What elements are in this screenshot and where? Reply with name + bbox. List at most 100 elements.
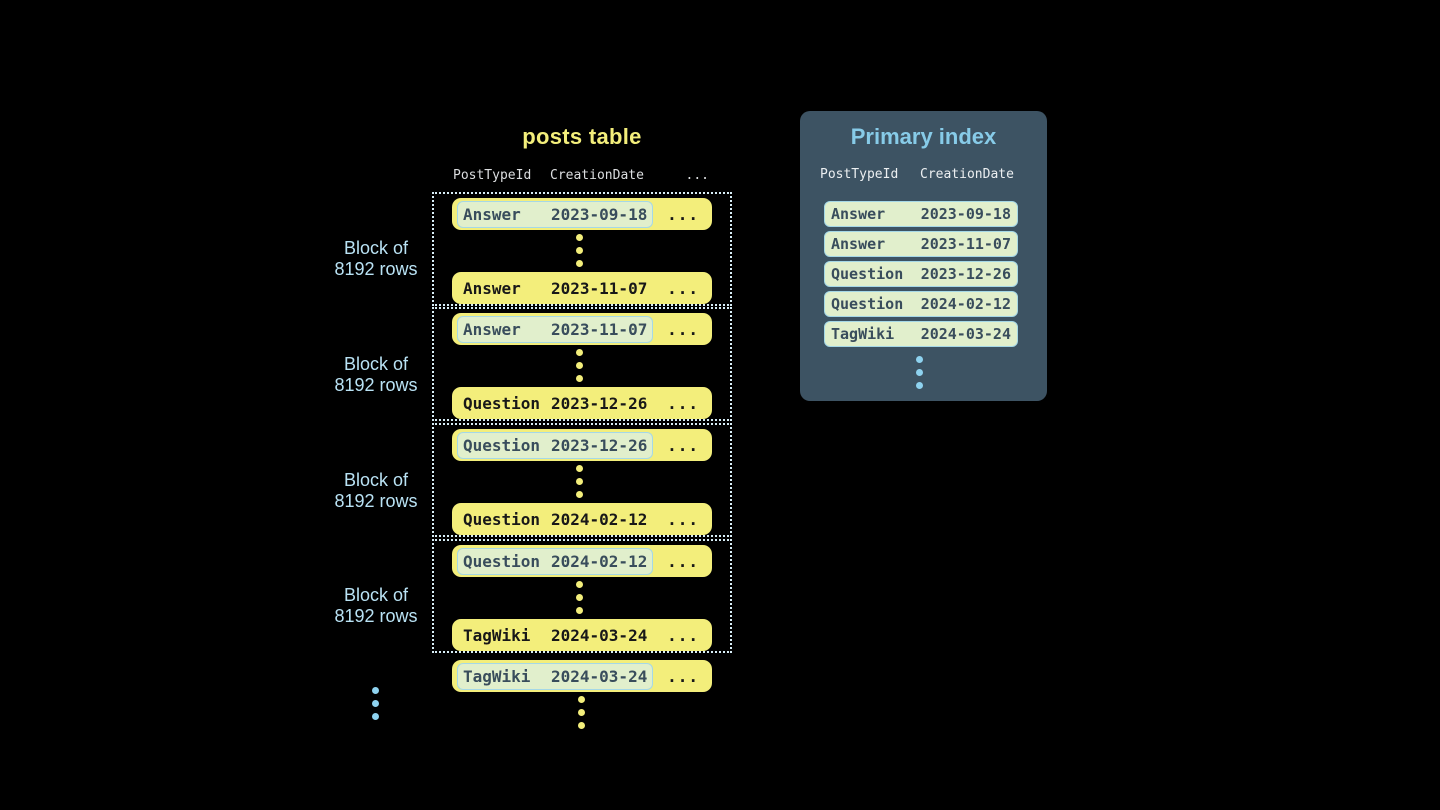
cell-more: ...: [667, 393, 699, 413]
column-header-creationdate: CreationDate: [920, 167, 1014, 182]
block-label-3: Block of 8192 rows: [300, 470, 452, 512]
index-row: Question 2023-12-26: [824, 261, 1018, 287]
index-key-highlight: Answer 2023-09-18: [457, 200, 654, 228]
block-label-line2: 8192 rows: [334, 606, 418, 626]
cell-posttypeid: Answer: [463, 278, 521, 298]
table-continues-dots: [578, 696, 585, 729]
cell-more: ...: [667, 625, 699, 645]
cell-posttypeid: Answer: [463, 204, 521, 224]
cell-creationdate: 2024-03-24: [551, 666, 648, 686]
cell-creationdate: 2023-11-07: [551, 278, 648, 298]
posts-block-2: Answer 2023-11-07 ... Question 2023-12-2…: [432, 307, 732, 421]
index-row: Answer 2023-11-07: [824, 231, 1018, 257]
cell-more: ...: [667, 509, 699, 529]
posts-block-1: Answer 2023-09-18 ... Answer 2023-11-07 …: [432, 192, 732, 306]
block-label-line2: 8192 rows: [334, 491, 418, 511]
dot: [372, 713, 379, 720]
column-header-posttypeid: PostTypeId: [820, 167, 899, 182]
index-key-highlight: Question 2023-12-26: [457, 431, 654, 459]
column-header-more: ...: [685, 168, 709, 183]
cell-posttypeid: Question: [463, 393, 541, 413]
dot: [576, 349, 583, 356]
posts-block-3: Question 2023-12-26 ... Question 2024-02…: [432, 423, 732, 537]
index-row: TagWiki 2024-03-24: [824, 321, 1018, 347]
cell-more: ...: [667, 319, 699, 339]
primary-index-title: Primary index: [850, 124, 997, 149]
cell-posttypeid: Question: [463, 509, 541, 529]
posts-block-4: Question 2024-02-12 ... TagWiki 2024-03-…: [432, 539, 732, 653]
index-continues-dots: [916, 356, 923, 389]
row-values: Question 2023-12-26: [457, 390, 653, 417]
dot: [576, 594, 583, 601]
posts-table-column-headers: PostTypeId CreationDate ...: [453, 168, 713, 183]
cell-creationdate: 2023-11-07: [920, 235, 1011, 253]
dot: [576, 581, 583, 588]
table-row: Question 2024-02-12 ...: [452, 545, 712, 577]
table-row: TagWiki 2024-03-24 ...: [452, 619, 712, 651]
cell-creationdate: 2023-11-07: [551, 319, 648, 339]
table-row: Question 2023-12-26 ...: [452, 429, 712, 461]
dot: [576, 247, 583, 254]
posts-table-title: posts table: [522, 124, 642, 149]
table-row: Answer 2023-11-07 ...: [452, 272, 712, 304]
dot: [576, 491, 583, 498]
cell-posttypeid: Question: [463, 551, 541, 571]
block-label-line1: Block of: [343, 354, 409, 374]
dot: [578, 709, 585, 716]
block-label-line1: Block of: [343, 470, 409, 490]
dot: [578, 722, 585, 729]
index-key-highlight: Answer 2023-11-07: [457, 315, 654, 343]
table-row: TagWiki 2024-03-24 ...: [452, 660, 712, 692]
cell-creationdate: 2023-09-18: [920, 205, 1011, 223]
dot: [576, 607, 583, 614]
cell-creationdate: 2024-03-24: [551, 625, 648, 645]
dot: [916, 356, 923, 363]
cell-creationdate: 2023-12-26: [551, 393, 648, 413]
index-row: Answer 2023-09-18: [824, 201, 1018, 227]
cell-creationdate: 2024-02-12: [920, 295, 1011, 313]
dot: [916, 369, 923, 376]
dot: [372, 687, 379, 694]
table-row: Answer 2023-09-18 ...: [452, 198, 712, 230]
block-label-line1: Block of: [343, 238, 409, 258]
table-row: Answer 2023-11-07 ...: [452, 313, 712, 345]
cell-posttypeid: Question: [831, 295, 904, 313]
dot: [578, 696, 585, 703]
dot: [916, 382, 923, 389]
dot: [576, 465, 583, 472]
cell-posttypeid: TagWiki: [463, 666, 531, 686]
block-label-4: Block of 8192 rows: [300, 585, 452, 627]
cell-more: ...: [667, 435, 699, 455]
ellipsis-dots: [576, 234, 583, 267]
ellipsis-dots: [576, 581, 583, 614]
cell-more: ...: [667, 278, 699, 298]
cell-more: ...: [667, 666, 699, 686]
cell-creationdate: 2024-02-12: [551, 509, 648, 529]
index-key-highlight: Question 2024-02-12: [457, 547, 654, 575]
dot: [372, 700, 379, 707]
row-values: Answer 2023-11-07: [457, 275, 653, 302]
block-label-line2: 8192 rows: [334, 259, 418, 279]
ellipsis-dots: [576, 349, 583, 382]
block-label-line2: 8192 rows: [334, 375, 418, 395]
ellipsis-dots: [576, 465, 583, 498]
dot: [576, 260, 583, 267]
cell-creationdate: 2023-12-26: [920, 265, 1011, 283]
cell-posttypeid: Answer: [463, 319, 521, 339]
cell-creationdate: 2023-09-18: [551, 204, 648, 224]
cell-posttypeid: Question: [831, 265, 904, 283]
dot: [576, 234, 583, 241]
row-values: Question 2024-02-12: [457, 506, 653, 533]
cell-creationdate: 2023-12-26: [551, 435, 648, 455]
column-header-creationdate: CreationDate: [550, 168, 644, 183]
index-key-highlight: TagWiki 2024-03-24: [457, 662, 654, 690]
cell-more: ...: [667, 204, 699, 224]
cell-posttypeid: Answer: [831, 205, 886, 223]
primary-index-panel: Primary index PostTypeId CreationDate An…: [800, 111, 1047, 401]
cell-posttypeid: TagWiki: [831, 325, 895, 343]
cell-more: ...: [667, 551, 699, 571]
cell-creationdate: 2024-03-24: [920, 325, 1011, 343]
index-row: Question 2024-02-12: [824, 291, 1018, 317]
block-label-2: Block of 8192 rows: [300, 354, 452, 396]
